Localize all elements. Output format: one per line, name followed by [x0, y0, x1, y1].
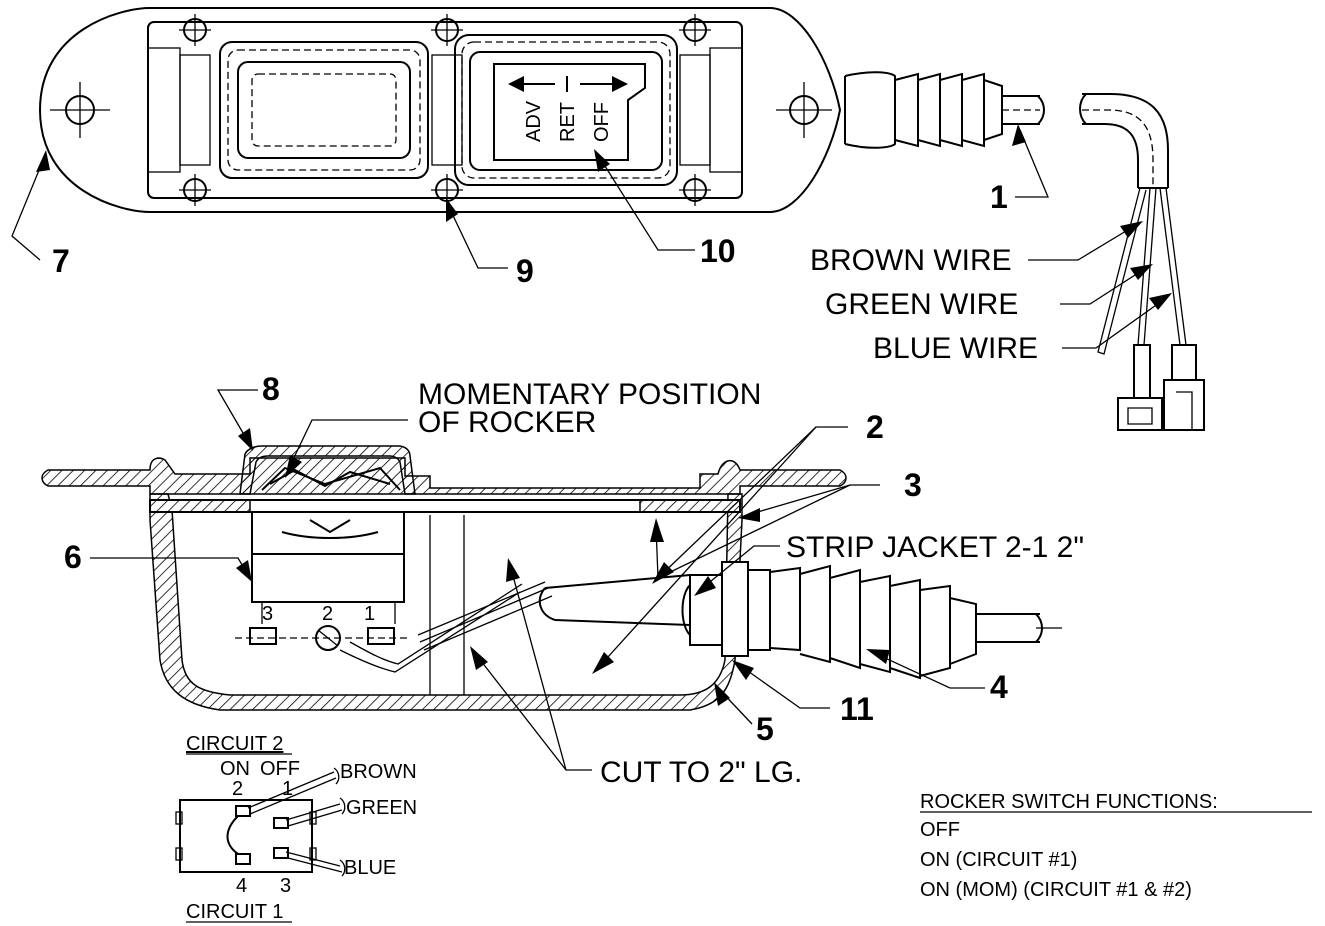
brown-wire-label: BROWN WIRE: [810, 244, 1012, 277]
callout-3: 3: [904, 467, 922, 503]
cut-to-label: CUT TO 2" LG.: [600, 756, 802, 789]
callout-10: 10: [700, 233, 736, 269]
rocker-switch-body: [235, 466, 410, 651]
housing-section: [149, 493, 743, 711]
rocker-switch-functions: ROCKER SWITCH FUNCTIONS: OFF ON (CIRCUIT…: [920, 791, 1312, 901]
schematic-green-label: GREEN: [346, 797, 417, 819]
schematic-on-label: ON: [220, 758, 250, 780]
rocker-opening: [454, 34, 678, 186]
top-view-switch-plate: ADV RET OFF: [38, 7, 1205, 431]
blank-opening: [219, 41, 429, 179]
callout-7: 7: [52, 243, 70, 279]
function-item-on-circuit-1: ON (CIRCUIT #1): [920, 849, 1077, 871]
cable-jacket-internal: [538, 574, 691, 626]
gland-nut: [681, 561, 771, 657]
callout-11: 11: [840, 691, 874, 727]
terminal-3-label: 3: [262, 603, 273, 625]
right-mounting-hole: [776, 82, 832, 138]
callout-5: 5: [756, 711, 774, 747]
schematic-off-label: OFF: [260, 758, 300, 780]
leader-lines: [11, 124, 1172, 771]
ret-label: RET: [557, 102, 579, 142]
schematic-terminal-4: 4: [236, 875, 247, 897]
rocker-direction-arrows: [508, 76, 628, 92]
internal-wires: [339, 515, 553, 695]
functions-title: ROCKER SWITCH FUNCTIONS:: [920, 791, 1218, 813]
circuit-schematic: CIRCUIT 2 ON OFF 2 1 BROWN GREEN BLUE 4 …: [175, 733, 417, 923]
strain-relief-top: [844, 71, 1003, 149]
terminal-2-label: 2: [322, 603, 333, 625]
lead-wires: [1097, 187, 1205, 431]
left-mounting-hole: [50, 82, 110, 138]
callout-9: 9: [516, 253, 534, 289]
off-label: OFF: [591, 102, 613, 142]
cover-plate-outline: [38, 7, 842, 213]
momentary-position-label-1: MOMENTARY POSITION: [418, 378, 761, 411]
schematic-terminal-3: 3: [280, 875, 291, 897]
adv-label: ADV: [523, 100, 545, 142]
strain-relief-section: [769, 564, 1062, 680]
schematic-terminal-2: 2: [232, 778, 243, 800]
plate-screws: [179, 14, 711, 206]
momentary-position-label-2: OF ROCKER: [418, 406, 596, 439]
terminal-1-label: 1: [364, 603, 375, 625]
schematic-terminal-1: 1: [282, 778, 293, 800]
blue-wire-label: BLUE WIRE: [873, 332, 1038, 365]
schematic-blue-label: BLUE: [344, 857, 396, 879]
rocker-face: [493, 63, 646, 161]
circuit-2-label: CIRCUIT 2: [186, 733, 283, 755]
callout-2: 2: [866, 409, 884, 445]
function-item-off: OFF: [920, 819, 960, 841]
callout-4: 4: [990, 669, 1008, 705]
strip-jacket-label: STRIP JACKET 2-1 2": [786, 531, 1084, 564]
flange-section: [41, 457, 847, 495]
callout-6: 6: [64, 539, 82, 575]
section-view: 3 2 1: [41, 445, 1062, 711]
circuit-1-label: CIRCUIT 1: [186, 901, 283, 923]
callout-1: 1: [990, 179, 1008, 215]
function-item-on-mom: ON (MOM) (CIRCUIT #1 & #2): [920, 879, 1192, 901]
switch-bezel: [239, 445, 416, 495]
callout-8: 8: [262, 371, 280, 407]
schematic-brown-label: BROWN: [340, 761, 417, 783]
green-wire-label: GREEN WIRE: [825, 288, 1018, 321]
power-cord-top: [1002, 93, 1169, 189]
